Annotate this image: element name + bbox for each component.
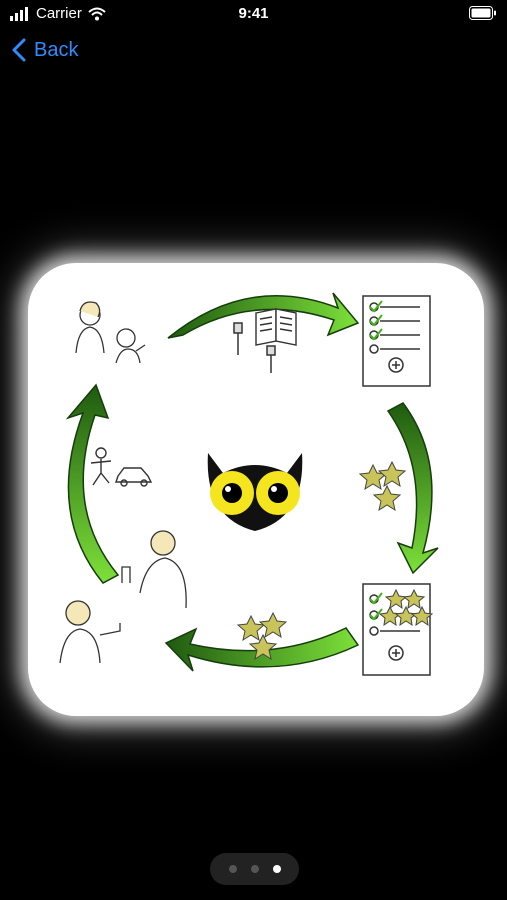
status-time: 9:41 xyxy=(238,5,269,22)
cycle-arrow-right xyxy=(386,402,439,575)
cycle-illustration xyxy=(59,292,439,676)
chevron-left-icon xyxy=(12,38,26,62)
battery-icon xyxy=(469,6,497,25)
cycle-arrow-bottom xyxy=(164,627,360,672)
star-icon-bottom xyxy=(236,611,288,661)
toothbrush-icon xyxy=(233,322,276,373)
page-dot-2[interactable] xyxy=(250,865,259,873)
cycle-arrow-top xyxy=(167,292,360,339)
page-dot-1[interactable] xyxy=(228,865,237,873)
status-left: Carrier xyxy=(10,5,106,22)
back-label: Back xyxy=(34,38,79,61)
wifi-icon xyxy=(88,7,106,20)
owl-logo xyxy=(207,453,303,531)
cycle-arrow-left xyxy=(65,383,120,584)
navigation-bar: Back xyxy=(0,34,507,74)
page-dot-3[interactable] xyxy=(272,865,281,873)
status-bar: Carrier 9:41 xyxy=(0,0,507,30)
checklist-completed-icon xyxy=(362,583,434,676)
checklist-icon xyxy=(362,295,431,387)
onboarding-card xyxy=(28,263,484,716)
star-icon xyxy=(358,460,407,512)
carrier-label: Carrier xyxy=(36,5,82,22)
family-illustration xyxy=(75,301,146,364)
back-button[interactable]: Back xyxy=(12,38,78,62)
book-icon xyxy=(255,308,297,346)
signal-icon xyxy=(10,6,28,21)
thumbs-up-illustration xyxy=(59,530,187,664)
play-car-icon xyxy=(90,447,153,487)
page-indicator[interactable] xyxy=(210,853,299,885)
